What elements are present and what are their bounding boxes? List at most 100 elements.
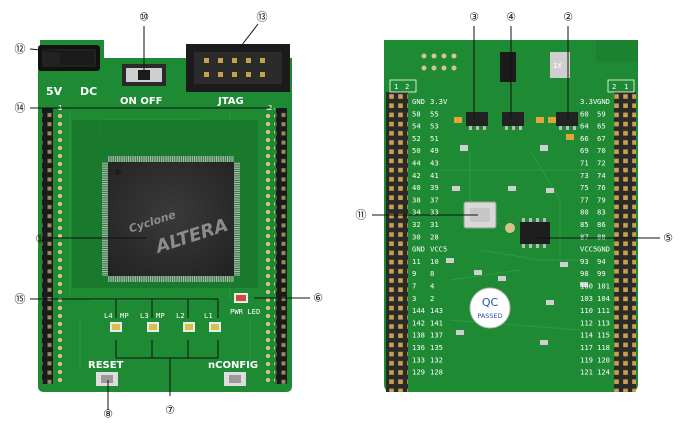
via-pad — [505, 223, 515, 233]
right-pin-label-21-1: 120 — [597, 355, 610, 364]
left-pin-label-19-1: 137 — [430, 331, 443, 340]
power-led — [234, 293, 248, 303]
left-pin-label-7-1: 39 — [430, 183, 439, 192]
left-pin-label-4-1: 49 — [430, 146, 439, 155]
left-pin-label-7-0: 40 — [412, 183, 421, 192]
callout-1: ① — [35, 233, 45, 246]
right-pin-label-5-0: 71 — [580, 159, 589, 168]
right-pin-label-21-0: 119 — [580, 355, 593, 364]
left-pin-label-12-1: VCC5 — [430, 245, 447, 254]
right-pin-label-14-0: 98 — [580, 269, 589, 278]
callout-5: ⑤ — [663, 232, 673, 245]
crystal-small — [550, 52, 570, 78]
reset-button[interactable] — [96, 372, 118, 386]
svg-text:⑫: ⑫ — [15, 43, 26, 56]
callout-4: ④ — [506, 11, 516, 24]
led-sub-label-2: MP — [156, 311, 165, 320]
callout-6: ⑥ — [313, 292, 323, 305]
callout-12: ⑫ — [15, 43, 26, 56]
callout-3: ③ — [469, 11, 479, 24]
left-pin-label-17-1: 143 — [430, 306, 443, 315]
right-pin-label-17-0: 110 — [580, 306, 593, 315]
left-pin-label-10-1: 31 — [430, 220, 439, 229]
left-pin-label-2-1: 53 — [430, 122, 439, 131]
qc-passed-sticker: QC PASSED — [469, 287, 511, 329]
right-pin-label-4-0: 69 — [580, 146, 589, 155]
left-header-column-b[interactable] — [54, 108, 65, 384]
left-header-column-a[interactable] — [42, 108, 53, 384]
right-board-left-header[interactable] — [386, 92, 408, 392]
right-pin-label-10-0: 85 — [580, 220, 589, 229]
right-pin-label-5-1: 72 — [597, 159, 606, 168]
pwr-led-label: PWR LED — [230, 307, 260, 316]
power-switch[interactable] — [122, 64, 166, 86]
left-pin-label-4-0: 50 — [412, 146, 421, 155]
right-pin-label-1-0: 60 — [580, 109, 589, 118]
callout-7: ⑦ — [165, 404, 175, 417]
right-board-right-header[interactable] — [614, 92, 636, 392]
right-pin-label-6-0: 73 — [580, 171, 589, 180]
right-pin-label-1-1: 59 — [597, 109, 606, 118]
right-pin-label-12-0: VCC5 — [580, 245, 597, 254]
svg-text:⑭: ⑭ — [15, 102, 26, 115]
right-header-corner-box-right — [607, 79, 635, 93]
jtag-header[interactable] — [186, 44, 290, 92]
switch-label: ON OFF — [120, 96, 163, 107]
right-pin-label-3-1: 67 — [597, 134, 606, 143]
fpga-chip: Cyclone ALTERA — [102, 156, 240, 282]
left-pin-label-6-0: 42 — [412, 171, 421, 180]
right-pin-label-6-1: 74 — [597, 171, 606, 180]
dc-power-jack[interactable] — [38, 45, 100, 71]
svg-text:⑤: ⑤ — [663, 232, 673, 245]
nconfig-button[interactable] — [224, 372, 246, 386]
right-pin-label-9-0: 80 — [580, 208, 589, 217]
right-pin-label-20-0: 117 — [580, 343, 593, 352]
left-pin-label-14-0: 9 — [412, 269, 416, 278]
right-pin-label-11-1: 88 — [597, 232, 606, 241]
svg-text:⑪: ⑪ — [356, 209, 367, 222]
right-pin-label-0-1: GND — [597, 97, 610, 106]
right-pin-label-18-0: 112 — [580, 318, 593, 327]
user-leds — [110, 322, 221, 332]
led-l3 — [147, 322, 159, 332]
left-pin-label-14-1: 8 — [430, 269, 434, 278]
right-header-column-b[interactable] — [276, 108, 287, 384]
left-pin-label-15-0: 7 — [412, 282, 416, 291]
right-pin-label-3-0: 66 — [580, 134, 589, 143]
left-pin-label-3-1: 51 — [430, 134, 439, 143]
right-header-column-a[interactable] — [264, 108, 275, 384]
led-label-l2: L2 — [176, 311, 185, 320]
left-pin-label-0-1: 3.3V — [430, 97, 448, 106]
callout-11: ⑪ — [356, 209, 367, 222]
left-pin-label-12-0: GND — [412, 245, 425, 254]
left-pin-label-8-0: 38 — [412, 195, 421, 204]
svg-text:⑮: ⑮ — [15, 293, 26, 306]
left-pin-label-21-1: 132 — [430, 355, 443, 364]
right-header-corner-box-left — [389, 79, 417, 93]
left-pin-label-0-0: GND — [412, 97, 425, 106]
qc-label-bottom: PASSED — [477, 312, 502, 320]
callout-8: ⑧ — [103, 408, 113, 421]
svg-text:⑬: ⑬ — [257, 11, 268, 24]
label-5v: 5V — [46, 85, 63, 98]
callout-15: ⑮ — [15, 293, 26, 306]
right-pin-label-7-1: 76 — [597, 183, 606, 192]
eeprom-chip — [520, 218, 550, 248]
right-pin-label-11-0: 87 — [580, 232, 589, 241]
corner-label-left-1: 1 — [394, 82, 398, 91]
regulator-2 — [556, 112, 578, 130]
right-pin-label-14-1: 99 — [597, 269, 606, 278]
right-board: 1 2 2 1 1X — [384, 40, 638, 392]
right-pin-label-17-1: 111 — [597, 306, 610, 315]
right-pin-label-22-1: 124 — [597, 368, 610, 377]
left-pin-label-13-0: 11 — [412, 257, 421, 266]
left-pin-label-19-0: 138 — [412, 331, 425, 340]
label-dc: DC — [80, 85, 97, 98]
reset-label: RESET — [88, 360, 124, 371]
left-pin-label-5-1: 43 — [430, 159, 439, 168]
right-pin-label-19-0: 114 — [580, 331, 593, 340]
corner-label-left-2: 2 — [405, 82, 409, 91]
svg-text:③: ③ — [469, 11, 479, 24]
